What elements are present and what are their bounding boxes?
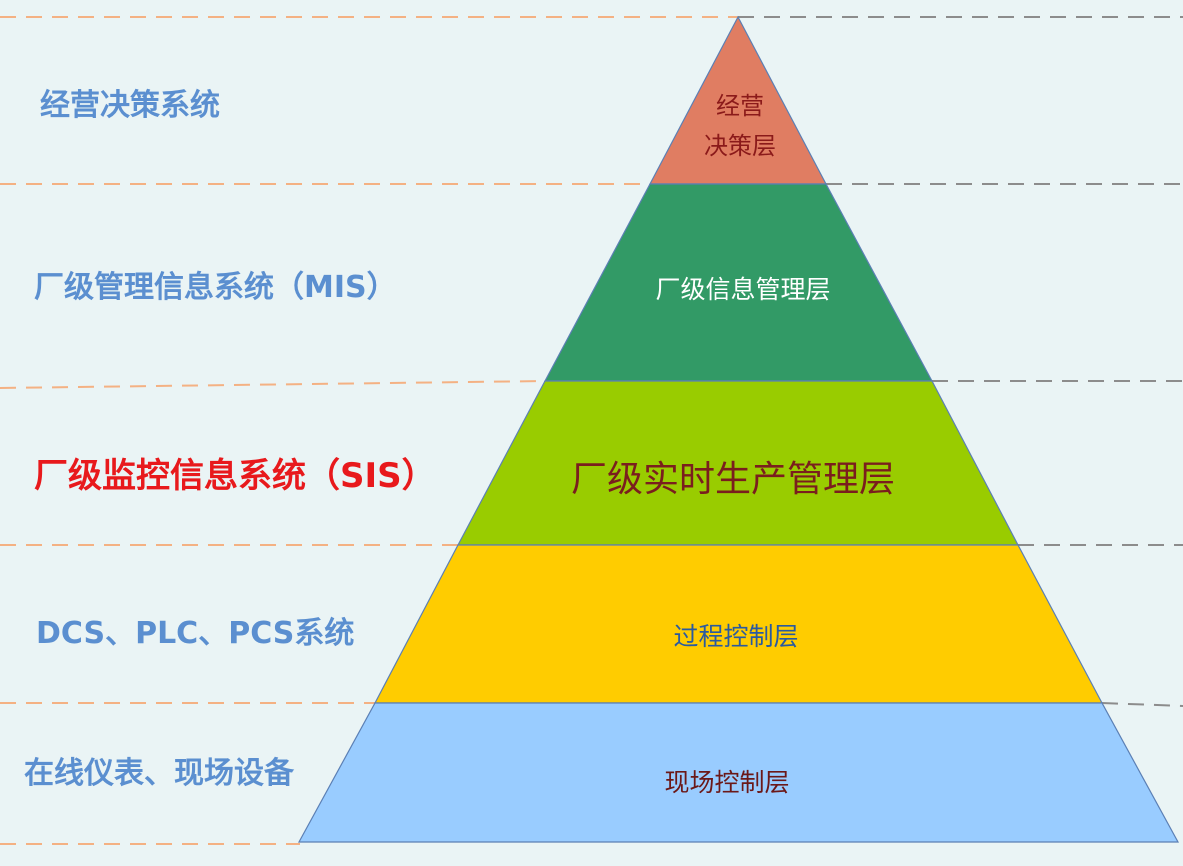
layer-label-plant-info-management: 厂级信息管理层 (655, 275, 831, 304)
label-business-decision-system: 经营决策系统 (40, 88, 220, 123)
layer-label-business-decision-line1: 经营 (716, 92, 764, 120)
label-sis-system: 厂级监控信息系统（SIS） (34, 456, 436, 496)
layer-label-business-decision: 经营 决策层 (704, 86, 776, 166)
layer-label-process-control: 过程控制层 (673, 622, 799, 651)
layer-label-field-control: 现场控制层 (664, 768, 790, 797)
label-mis-system: 厂级管理信息系统（MIS） (34, 270, 397, 305)
label-instruments-field-devices: 在线仪表、现场设备 (24, 756, 294, 791)
layer-field-control (297, 702, 1180, 843)
label-dcs-plc-pcs-system: DCS、PLC、PCS系统 (36, 616, 355, 651)
layer-label-business-decision-line2: 决策层 (704, 132, 776, 160)
separator-left-3 (0, 380, 546, 389)
separator-right-5 (1101, 702, 1183, 707)
layer-label-plant-realtime-production: 厂级实时生产管理层 (570, 459, 896, 500)
